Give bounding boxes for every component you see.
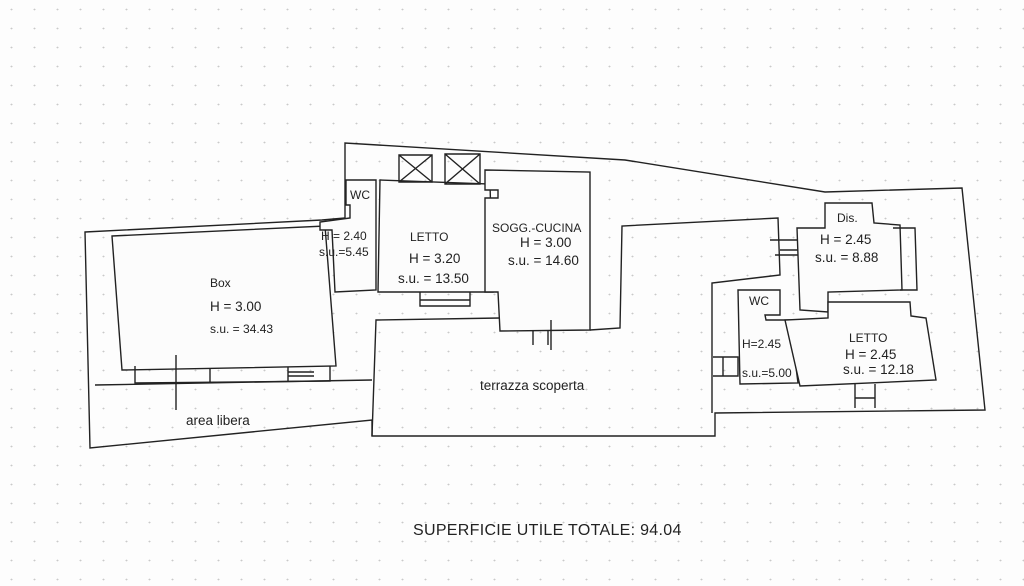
wc2-area: s.u.=5.00 bbox=[742, 366, 792, 380]
box-name: Box bbox=[210, 276, 231, 290]
room-wc2 bbox=[737, 289, 799, 385]
area-libera-label: area libera bbox=[186, 413, 250, 428]
room-box bbox=[111, 225, 337, 371]
room-dis bbox=[796, 202, 903, 313]
letto1-area: s.u. = 13.50 bbox=[398, 271, 469, 286]
letto2-area: s.u. = 12.18 bbox=[843, 362, 914, 377]
letto1-name: LETTO bbox=[410, 230, 448, 244]
chimney-icons bbox=[398, 153, 481, 185]
dis-height: H = 2.45 bbox=[820, 232, 871, 247]
dis-wall bbox=[893, 227, 918, 291]
wc2-window bbox=[713, 356, 739, 377]
terrazza-label: terrazza scoperta bbox=[480, 378, 585, 393]
box-door bbox=[134, 355, 331, 410]
soggiorno-door bbox=[532, 320, 552, 350]
wc1-height: H = 2.40 bbox=[321, 229, 367, 243]
soggiorno-area: s.u. = 14.60 bbox=[508, 253, 579, 268]
wc1-area: s.u.=5.45 bbox=[319, 245, 369, 259]
wc2-name: WC bbox=[749, 294, 769, 308]
terrace-outline bbox=[371, 217, 781, 437]
box-height: H = 3.00 bbox=[210, 299, 261, 314]
terrace-door bbox=[770, 239, 800, 256]
soggiorno-height: H = 3.00 bbox=[520, 235, 571, 250]
dis-area: s.u. = 8.88 bbox=[815, 250, 878, 265]
box-area: s.u. = 34.43 bbox=[210, 322, 273, 336]
total-surface: SUPERFICIE UTILE TOTALE: 94.04 bbox=[413, 522, 682, 539]
letto1-height: H = 3.20 bbox=[409, 251, 460, 266]
wc1-name: WC bbox=[350, 188, 370, 202]
dis-name: Dis. bbox=[837, 211, 858, 225]
letto2-door bbox=[854, 384, 876, 408]
letto2-height: H = 2.45 bbox=[845, 347, 896, 362]
letto1-door bbox=[419, 292, 471, 307]
wc2-height: H=2.45 bbox=[742, 337, 781, 351]
letto2-name: LETTO bbox=[849, 331, 887, 345]
soggiorno-name: SOGG.-CUCINA bbox=[492, 221, 581, 235]
room-letto2 bbox=[784, 301, 937, 387]
room-wc1 bbox=[319, 179, 377, 293]
room-soggiorno bbox=[484, 169, 591, 332]
